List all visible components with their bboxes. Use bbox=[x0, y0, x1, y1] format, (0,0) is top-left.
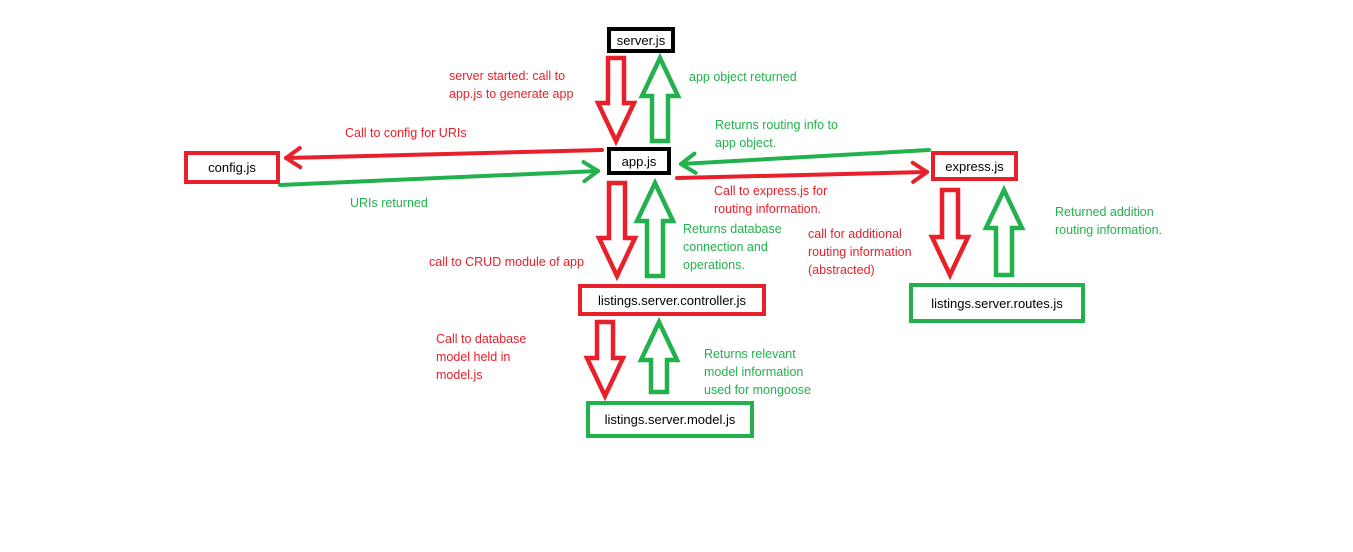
node-controller: listings.server.controller.js bbox=[578, 284, 766, 316]
node-model: listings.server.model.js bbox=[586, 401, 754, 438]
line-arrow-app-to-express bbox=[675, 160, 929, 184]
edge-label-line: connection and bbox=[683, 240, 768, 254]
edge-label-line: call to CRUD module of app bbox=[429, 255, 584, 269]
block-arrow-app-to-controller bbox=[595, 180, 639, 282]
node-app: app.js bbox=[607, 147, 671, 175]
edge-label-controller-to-app: Returns database connection and operations… bbox=[683, 220, 782, 274]
edge-label-server-to-app: server started: call to app.js to generat… bbox=[449, 67, 573, 103]
block-arrow-model-to-controller bbox=[637, 316, 681, 395]
line-arrow-express-to-app bbox=[679, 148, 931, 175]
edge-label-line: model.js bbox=[436, 368, 483, 382]
edge-label-line: routing information. bbox=[714, 202, 822, 216]
line-arrow-config-to-app bbox=[278, 160, 600, 187]
edge-label-app-to-express: Call to express.js for routing informatio… bbox=[714, 182, 827, 218]
node-express: express.js bbox=[931, 151, 1018, 181]
edge-label-app-to-controller: call to CRUD module of app bbox=[429, 253, 584, 271]
block-arrow-app-to-server bbox=[638, 52, 682, 144]
block-arrow-routes-to-express bbox=[982, 184, 1026, 278]
edge-label-express-to-routes: call for additional routing information (a… bbox=[808, 225, 912, 279]
edge-label-line: Call to config for URIs bbox=[345, 126, 467, 140]
block-arrow-express-to-routes bbox=[928, 187, 972, 281]
edge-label-line: (abstracted) bbox=[808, 263, 875, 277]
edge-label-controller-to-model: Call to database model held in model.js bbox=[436, 330, 526, 384]
block-arrow-controller-to-app bbox=[633, 177, 677, 279]
node-config: config.js bbox=[184, 151, 280, 184]
edge-label-line: Returns relevant bbox=[704, 347, 796, 361]
edge-label-line: app object. bbox=[715, 136, 777, 150]
edge-label-line: routing information bbox=[808, 245, 912, 259]
block-arrow-controller-to-model bbox=[583, 319, 627, 402]
edge-label-app-to-config: Call to config for URIs bbox=[345, 124, 467, 142]
edge-label-express-to-app: Returns routing info to app object. bbox=[715, 116, 838, 152]
edge-label-line: Call to express.js for bbox=[714, 184, 828, 198]
edge-label-line: app object returned bbox=[689, 70, 797, 84]
edge-label-model-to-controller: Returns relevant model information used fo… bbox=[704, 345, 811, 399]
node-routes: listings.server.routes.js bbox=[909, 283, 1085, 323]
edge-label-line: Returns database bbox=[683, 222, 782, 236]
edge-label-line: URIs returned bbox=[350, 196, 428, 210]
edge-label-line: server started: call to bbox=[449, 69, 566, 83]
line-arrow-app-to-config bbox=[284, 146, 604, 170]
edge-label-line: routing information. bbox=[1055, 223, 1163, 237]
edge-label-line: model information bbox=[704, 365, 804, 379]
edge-label-line: Call to database bbox=[436, 332, 527, 346]
edge-label-config-to-app: URIs returned bbox=[350, 194, 428, 212]
edge-label-line: app.js to generate app bbox=[449, 87, 574, 101]
edge-label-app-to-server: app object returned bbox=[689, 68, 797, 86]
edge-label-line: call for additional bbox=[808, 227, 902, 241]
node-server: server.js bbox=[607, 27, 675, 53]
edge-label-line: operations. bbox=[683, 258, 745, 272]
edge-label-line: Returned addition bbox=[1055, 205, 1154, 219]
edge-label-line: used for mongoose bbox=[704, 383, 812, 397]
edge-label-line: model held in bbox=[436, 350, 511, 364]
block-arrow-server-to-app bbox=[594, 55, 638, 147]
edge-label-routes-to-express: Returned addition routing information. bbox=[1055, 203, 1162, 239]
edge-label-line: Returns routing info to bbox=[715, 118, 838, 132]
